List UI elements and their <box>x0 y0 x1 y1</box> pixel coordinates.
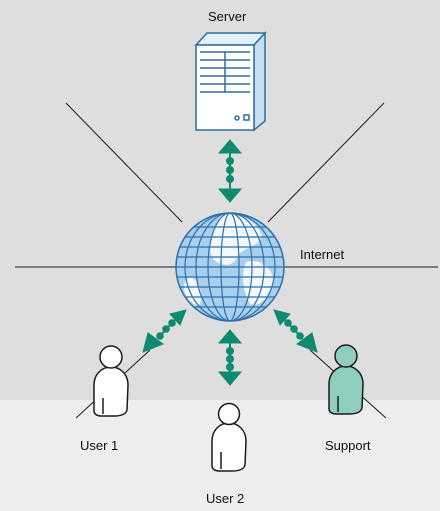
server-label: Server <box>208 9 247 24</box>
internet-user1-connector <box>142 309 187 353</box>
server-internet-connector <box>217 139 243 203</box>
internet-label: Internet <box>300 247 345 262</box>
perspective-lines <box>15 102 438 419</box>
user2-person-icon <box>211 402 247 472</box>
internet-user2-connector <box>217 329 243 386</box>
globe-icon <box>175 212 285 322</box>
internet-support-connector <box>273 309 318 353</box>
support-label: Support <box>325 438 371 453</box>
support-person-icon <box>328 344 364 415</box>
user1-person-icon <box>93 345 129 417</box>
user2-label: User 2 <box>206 491 245 506</box>
server-tower-icon <box>194 31 267 132</box>
user1-label: User 1 <box>80 438 119 453</box>
